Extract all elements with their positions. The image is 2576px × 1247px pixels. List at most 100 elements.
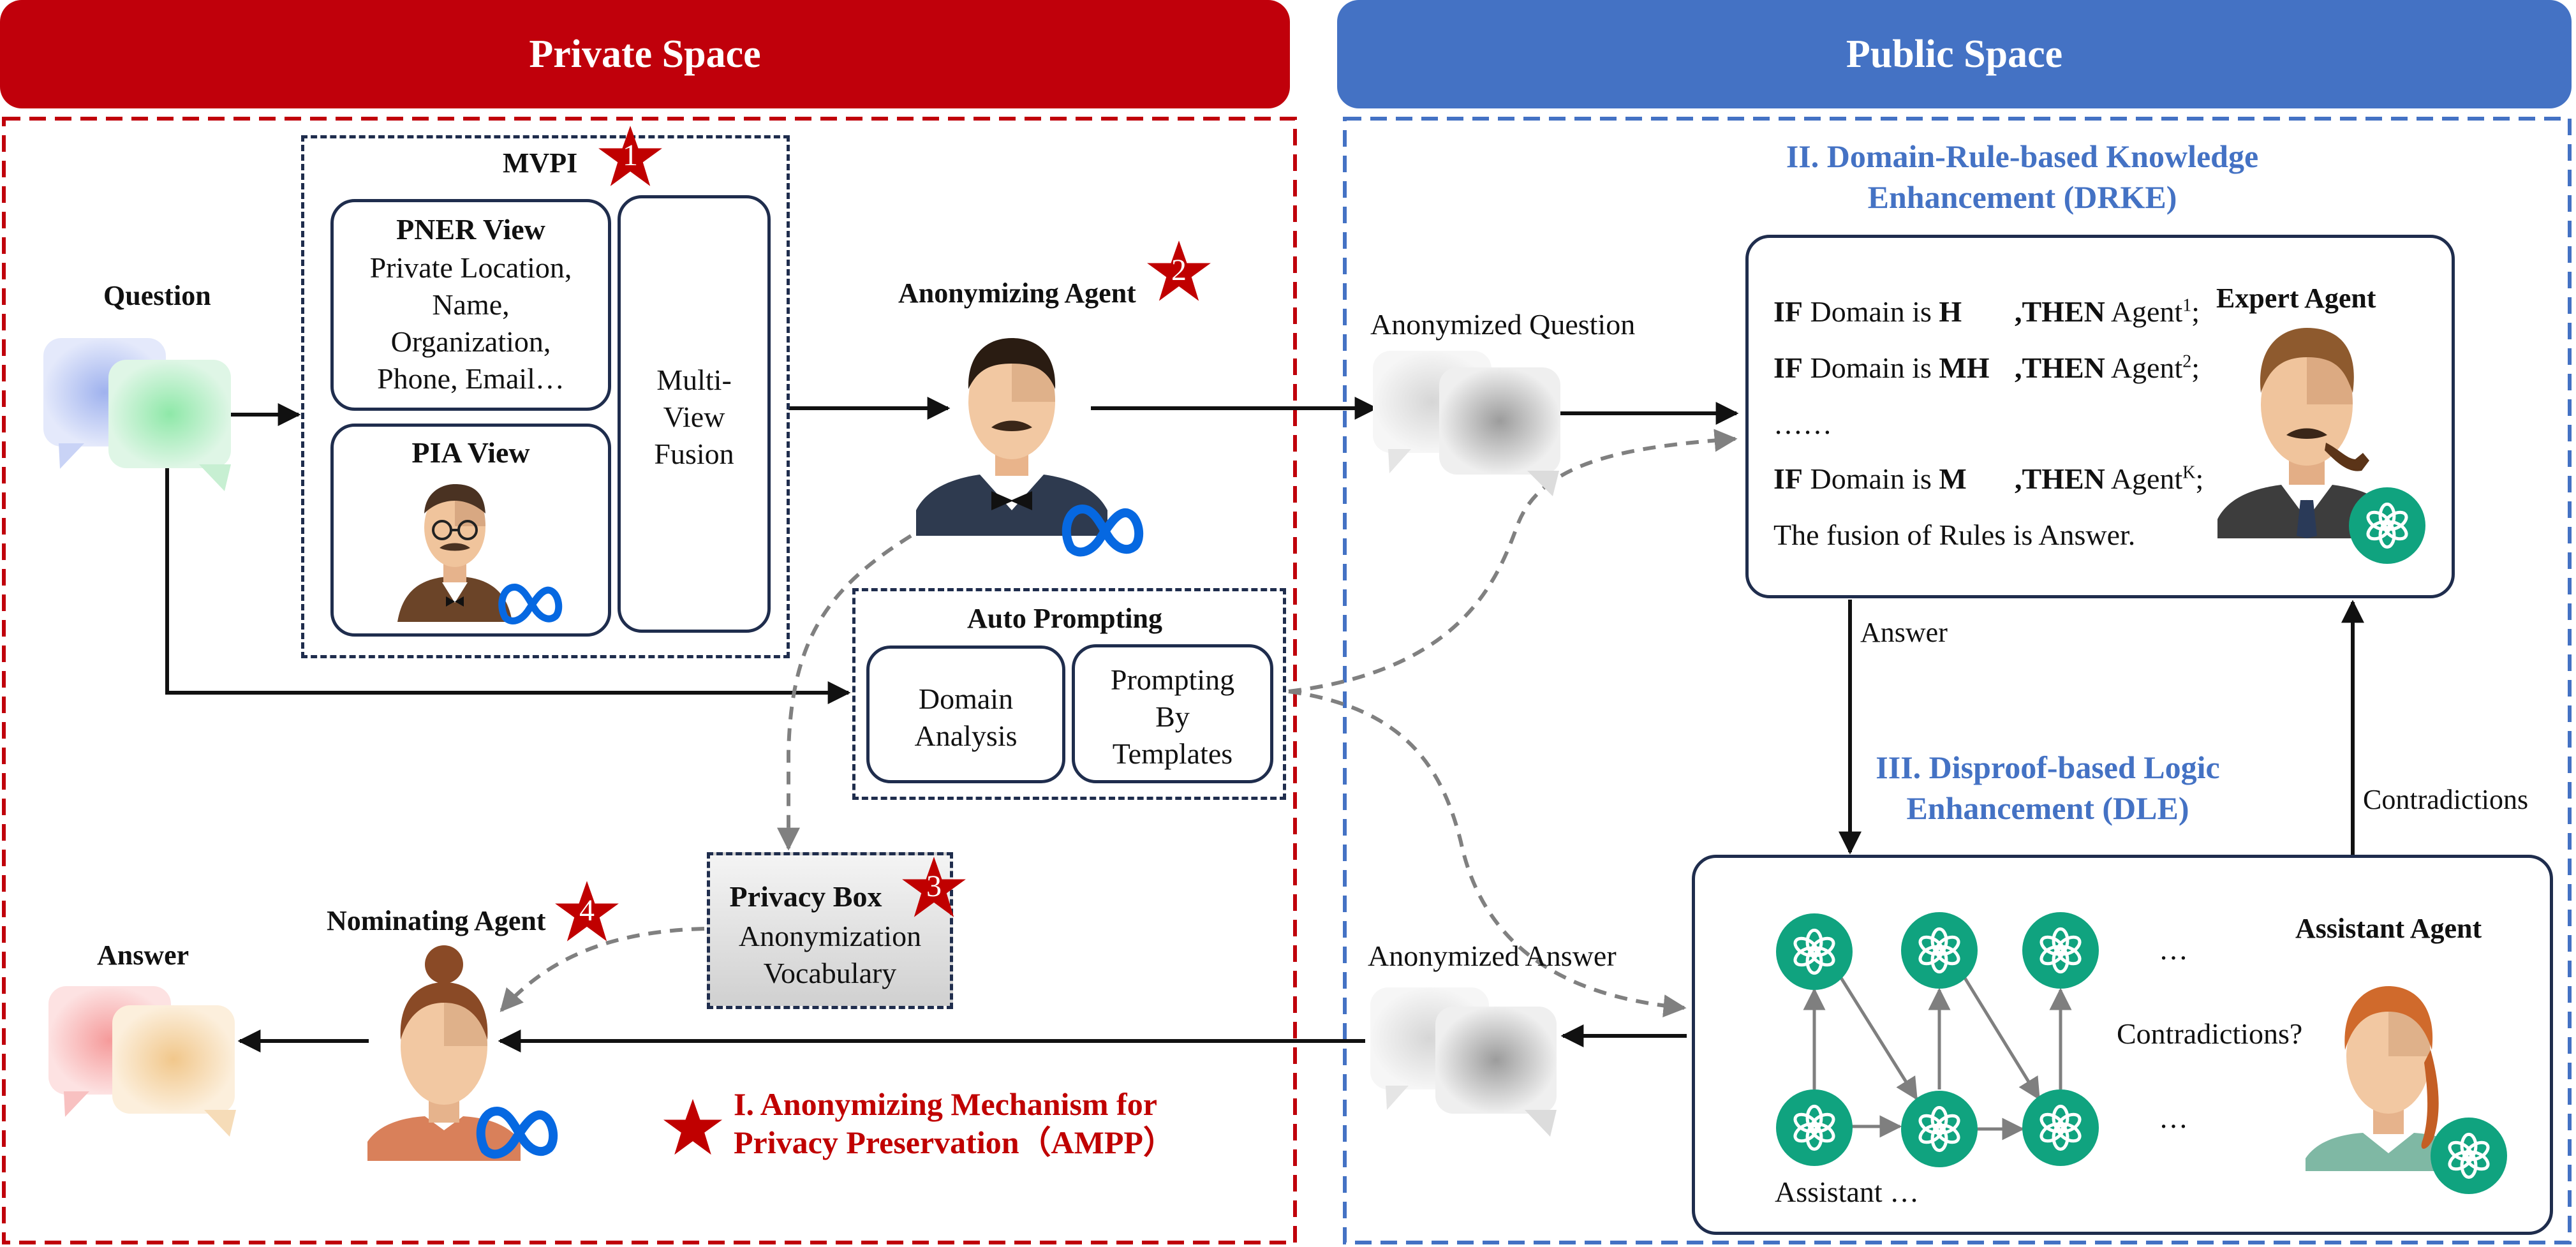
star-icon: 4 [554,879,620,945]
pner-line: Organization, [390,325,551,358]
pner-line: Name, [432,288,510,321]
dle-title-line: Enhancement (DLE) [1906,790,2189,826]
ampp-title-line: I. Anonymizing Mechanism for [734,1086,1157,1122]
pner-line: Private Location, [369,251,572,284]
openai-logo-icon [1776,1089,1853,1166]
rule-agent-index: K [2182,462,2196,483]
anonymizing-agent-label: Anonymizing Agent [898,277,1136,309]
rule-if: IF [1773,351,1803,384]
assistant-network-box [1692,855,2553,1235]
network-ellipsis-bottom: … [2159,1102,2188,1134]
pia-view-title: PIA View [411,436,530,469]
templates-line: Prompting [1110,663,1235,696]
rule-then: ,THEN Agent2; [2015,350,2200,387]
rule-ellipsis: …… [1773,408,1832,440]
anonymized-answer-chat-bubble-icon [1370,987,1557,1137]
openai-logo-icon [1901,1091,1978,1167]
contradictions-flow-label: Contradictions [2363,784,2529,815]
private-space-title: Private Space [529,32,761,76]
star-icon: 3 [901,855,967,921]
fusion-line: Fusion [654,438,734,470]
rule-if: IF [1773,295,1803,328]
openai-logo-icon [1776,913,1853,990]
rule-then-kw: ,THEN [2015,351,2105,384]
privacy-box-title: Privacy Box [729,880,882,913]
rule-agent-index: 1 [2182,295,2192,316]
expert-agent-label: Expert Agent [2216,283,2376,314]
star-icon: 2 [1146,239,1212,305]
question-label: Question [103,280,211,311]
answer-flow-label: Answer [1860,617,1948,648]
rule-mid: Domain is [1803,295,1939,328]
rule-end: ; [2191,295,2200,328]
domain-analysis-box: Domain Analysis [866,646,1065,783]
rule-domain: MH [1939,351,1990,384]
nominating-agent-label: Nominating Agent [327,905,546,936]
pia-agent-avatar [397,484,512,622]
assistant-agent-avatar [2306,986,2471,1171]
fusion-line: View [663,401,725,433]
prompting-templates-box: Prompting By Templates [1072,644,1273,783]
question-chat-bubble-icon [43,338,231,491]
openai-logo-icon [2431,1118,2507,1194]
public-space-banner: Public Space [1337,0,2572,108]
rule-then: ,THEN AgentK; [2015,461,2203,498]
openai-logo-icon [2022,1089,2099,1166]
privacy-step: 3 [926,869,942,903]
rule-if: IF [1773,462,1803,495]
pner-view-box: PNER View Private Location, Name, Organi… [330,199,611,411]
anonymizing-agent-avatar [916,338,1107,536]
privacy-box: Privacy Box Anonymization Vocabulary [707,852,953,1009]
answer-label: Answer [97,940,189,971]
nominating-step: 4 [579,894,595,927]
ampp-title-line: Privacy Preservation（AMPP） [734,1125,1175,1160]
auto-prompting-box [852,588,1286,800]
rule-mid: Domain is [1803,351,1939,384]
private-space-banner: Private Space [0,0,1290,108]
anonymizing-step: 2 [1171,253,1187,287]
drke-title-line: II. Domain-Rule-based Knowledge [1786,138,2259,174]
templates-line: Templates [1112,737,1233,770]
rule-end: ; [2191,351,2200,384]
pia-view-box: PIA View [330,424,611,637]
multi-view-fusion-box: Multi- View Fusion [618,195,771,633]
rule-row: IF Domain is M [1773,461,1967,498]
mvpi-title: MVPI [503,147,578,179]
mvpi-box [301,135,790,658]
privacy-box-line: Vocabulary [763,957,897,989]
auto-prompting-title: Auto Prompting [967,603,1162,634]
star-icon: 1 [597,124,663,190]
openai-logo-icon [2022,912,2099,989]
anonymized-answer-label: Anonymized Answer [1368,940,1617,972]
rule-mid: Domain is [1803,462,1939,495]
pner-view-title: PNER View [396,213,545,246]
domain-analysis-line: Domain [918,683,1014,715]
rule-then-kw: ,THEN [2015,295,2105,328]
mvpi-step: 1 [623,138,638,172]
openai-logo-icon [2349,487,2425,564]
rule-end: ; [2195,462,2204,495]
rule-agent: Agent [2105,351,2183,384]
public-space-title: Public Space [1846,32,2063,76]
rule-domain: H [1939,295,1962,328]
privacy-box-line: Anonymization [738,920,922,952]
contradictions-question: Contradictions? [2117,1017,2303,1050]
assistant-dots-label: Assistant … [1775,1176,1920,1208]
rule-agent: Agent [2105,295,2183,328]
rule-row: IF Domain is H [1773,293,1962,330]
rule-row: IF Domain is MH [1773,350,1990,387]
rules-fusion: The fusion of Rules is Answer. [1773,519,2136,551]
answer-chat-bubble-icon [48,986,236,1137]
templates-line: By [1155,700,1190,733]
anonymized-question-chat-bubble-icon [1373,351,1560,496]
dle-title-line: III. Disproof-based Logic [1876,749,2220,785]
rule-then: ,THEN Agent1; [2015,293,2200,330]
anonymized-question-label: Anonymized Question [1370,308,1636,341]
rule-agent-index: 2 [2182,351,2192,372]
domain-analysis-line: Analysis [914,719,1018,752]
drke-title-line: Enhancement (DRKE) [1867,179,2177,215]
assistant-agent-label: Assistant Agent [2295,913,2482,944]
